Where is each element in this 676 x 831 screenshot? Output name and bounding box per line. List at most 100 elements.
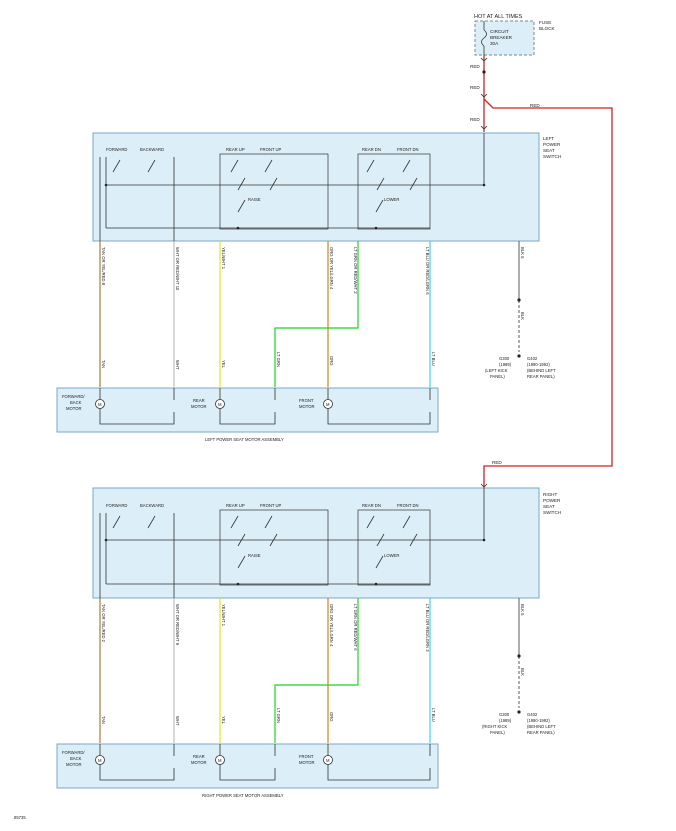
red-feed-wiring: RED RED RED RED RED (470, 55, 613, 488)
right-forward-label: FORWARD (106, 503, 127, 508)
right-rear-motor-2: MOTOR (191, 760, 207, 765)
left-switch-title-3: SEAT (543, 148, 555, 153)
right-backward-label: BACKWARD (140, 503, 164, 508)
right-rear-front-group (219, 509, 329, 586)
left-switch-node-2 (236, 226, 240, 230)
right-switch-title-4: SWITCH (543, 510, 561, 515)
connector-chevron-4 (480, 483, 488, 488)
left-front-motor-1: FRONT (299, 398, 314, 403)
right-motor-wire-4: LT GRN (276, 708, 281, 723)
right-g300-1: G300 (499, 712, 510, 717)
left-ground-labels: G300 (1989) (LEFT KICK PANEL) G402 (1990… (485, 356, 556, 379)
right-fb-motor-1: FORWARD/ (62, 750, 85, 755)
left-wire-label-2: WHT OR RED/WHT 10 (175, 247, 180, 291)
right-g402-2: (1990-1992) (527, 718, 550, 723)
left-assembly-label: LEFT POWER SEAT MOTOR ASSEMBLY (205, 437, 284, 442)
right-g402-4: REAR PANEL) (527, 730, 555, 735)
left-dn-group (357, 153, 431, 230)
right-wire-label-2: WHT OR RED/WHT 9 (175, 604, 180, 646)
left-motor-wire-5: ORG (329, 356, 334, 366)
right-switch-node-2 (236, 582, 240, 586)
left-g300-1: G300 (499, 356, 510, 361)
left-motor-wire-1: TAN (101, 360, 106, 368)
left-front-motor-m: M (326, 402, 330, 407)
breaker-label-3: 30A (490, 41, 499, 46)
right-power-seat-switch: RIGHT POWER SEAT SWITCH FORWARD BACKWARD… (92, 487, 561, 599)
left-rear-dn-label: REAR DN (362, 147, 381, 152)
right-switch-contacts (112, 515, 411, 529)
left-rear-up-label: REAR UP (226, 147, 245, 152)
right-motor-wire-2: WHT (175, 716, 180, 726)
right-motor-wire-6: LT BLU (431, 708, 436, 722)
left-rear-front-group (219, 153, 329, 230)
left-ltgreen-wire (274, 241, 359, 387)
breaker-label-2: BREAKER (490, 35, 513, 40)
right-wire-label-1: TAN OR YEL/RED 2 (101, 604, 106, 643)
left-g402-2: (1990-1992) (527, 362, 550, 367)
connector-chevron-2 (480, 93, 488, 98)
red-label-5: RED (492, 460, 502, 465)
left-fb-motor-m: M (98, 402, 102, 407)
right-front-motor-1: FRONT (299, 754, 314, 759)
left-rear-motor-1: REAR (193, 398, 205, 403)
red-wire-to-right-switch (483, 98, 613, 488)
right-motor-wire-1: TAN (101, 716, 106, 724)
left-wire-label-1: TAN OR YEL/RED 8 (101, 247, 106, 286)
red-label-2: RED (470, 85, 480, 90)
left-g300-2: (1989) (499, 362, 512, 367)
left-forward-label: FORWARD (106, 147, 127, 152)
right-wire-label-6: LT BLU OR RED/LGRN 3 (425, 604, 430, 652)
right-g300-4: PANEL) (490, 730, 505, 735)
right-motor-assembly: M M M FORWARD/ BACK MOTOR REAR MOTOR FRO… (56, 743, 439, 798)
right-blk-splice (517, 654, 521, 658)
left-switch-title-1: LEFT (543, 136, 554, 141)
left-front-up-label: FRONT UP (260, 147, 282, 152)
figure-id: 85735 (14, 815, 26, 820)
left-motor-wire-2: WHT (175, 360, 180, 370)
right-front-motor-m: M (326, 758, 330, 763)
left-rear-motor-m: M (218, 402, 222, 407)
fuse-block: HOT AT ALL TIMES CIRCUIT BREAKER 30A FUS… (474, 14, 556, 56)
right-front-dn-label: FRONT DN (397, 503, 419, 508)
right-wire-label-7: BLK 5 (520, 604, 525, 616)
right-g300-2: (1989) (499, 718, 512, 723)
left-front-motor-symbol (323, 399, 333, 409)
left-wire-label-5: LT GRN OR RED/WHT 2 (353, 247, 358, 294)
right-dn-group (357, 509, 431, 586)
red-label-3: RED (470, 117, 480, 122)
left-wire-label-6: LT BLU OR RED/LGRN 6 (425, 247, 430, 295)
left-lower-label: LOWER (384, 197, 399, 202)
left-wire-label-3: YEL/WHT 1 (221, 247, 226, 270)
fuse-block-label-1: FUSE (539, 20, 551, 25)
left-blk-splice (517, 298, 521, 302)
right-motor-wire-3: YEL (221, 716, 226, 725)
right-front-up-label: FRONT UP (260, 503, 282, 508)
right-wire-label-4: ORG OR YEL/LGRN 4 (329, 604, 334, 647)
right-ground-dot (517, 710, 521, 714)
breaker-label-1: CIRCUIT (490, 29, 509, 34)
right-rear-motor-1: REAR (193, 754, 205, 759)
left-g402-4: REAR PANEL) (527, 374, 555, 379)
right-motor-wire-5: ORG (329, 712, 334, 722)
right-fb-motor-2: BACK (70, 756, 82, 761)
right-fb-motor-m: M (98, 758, 102, 763)
left-front-motor-2: MOTOR (299, 404, 315, 409)
left-wire-label-7: BLK 5 (520, 247, 525, 259)
left-switch-contacts-2 (237, 177, 418, 213)
connector-chevron-1 (480, 57, 488, 62)
right-raise-label: RAISE (248, 553, 261, 558)
right-g300-3: (RIGHT KICK (482, 724, 507, 729)
right-g402-1: G402 (527, 712, 538, 717)
fuse-block-label-2: BLOCK (539, 26, 556, 31)
left-motor-wire-6: LT BLU (431, 352, 436, 366)
left-switch-contacts (112, 159, 411, 173)
right-rear-up-label: REAR UP (226, 503, 245, 508)
circuit-breaker-symbol (481, 29, 487, 47)
right-harness: TAN OR YEL/RED 2 WHT OR RED/WHT 9 YEL/WH… (99, 598, 525, 743)
left-rear-motor-2: MOTOR (191, 404, 207, 409)
left-switch-node-3 (374, 226, 378, 230)
left-g402-3: (BEHIND LEFT (527, 368, 556, 373)
right-rear-motor-symbol (215, 755, 225, 765)
right-switch-title-3: SEAT (543, 504, 555, 509)
right-lower-label: LOWER (384, 553, 399, 558)
